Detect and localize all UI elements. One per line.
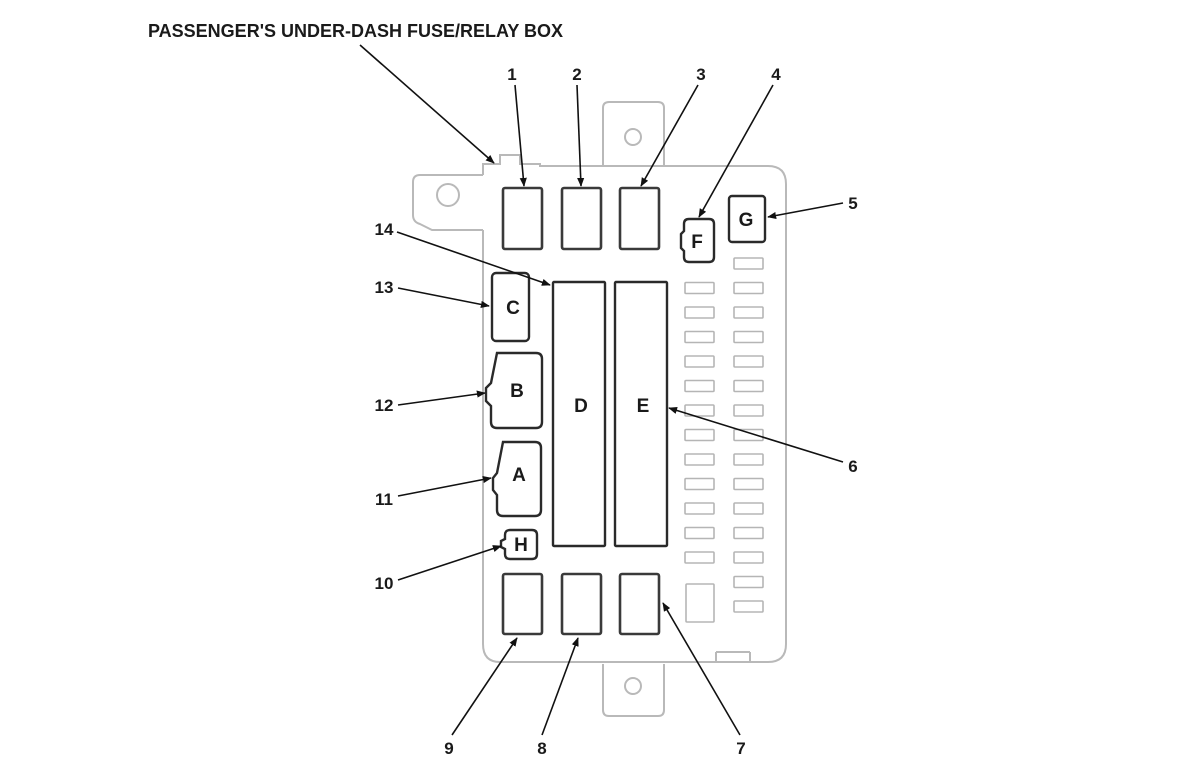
fuse-slot <box>684 404 715 417</box>
connector-f <box>679 217 716 264</box>
fuse-slot <box>684 355 715 368</box>
callout-6: 6 <box>848 457 857 476</box>
leader-7 <box>662 602 741 736</box>
relay-7 <box>618 572 661 636</box>
callout-13: 13 <box>375 278 394 297</box>
callout-14: 14 <box>375 220 394 239</box>
leader-title <box>359 44 495 164</box>
callout-7: 7 <box>736 739 745 758</box>
fuse-slot <box>733 502 764 515</box>
callout-12: 12 <box>375 396 394 415</box>
fuse-slot <box>684 379 715 393</box>
leader-11 <box>397 476 492 497</box>
connector-c <box>490 271 531 343</box>
leader-9 <box>451 637 518 736</box>
letter-c: C <box>506 298 520 319</box>
letter-g: G <box>739 210 754 231</box>
fuse-slot <box>733 306 764 319</box>
fuse-slot <box>733 526 764 540</box>
callout-5: 5 <box>848 194 857 213</box>
leader-5 <box>767 202 844 220</box>
leader-2 <box>576 84 585 187</box>
letter-e: E <box>637 396 650 417</box>
leader-4 <box>698 84 774 218</box>
relay-8 <box>560 572 603 636</box>
letter-a: A <box>512 465 526 486</box>
fuse-slot <box>733 575 764 589</box>
callout-8: 8 <box>537 739 546 758</box>
connector-b <box>484 351 544 430</box>
letter-b: B <box>510 381 524 402</box>
callout-10: 10 <box>375 574 394 593</box>
fuse-slot-large <box>685 583 715 623</box>
fuse-slot <box>684 477 715 491</box>
leader-6 <box>668 406 844 463</box>
leader-14 <box>396 231 551 286</box>
fuse-slot <box>733 379 764 393</box>
fuse-slot <box>733 355 764 368</box>
fuse-slot <box>733 551 764 564</box>
fuse-slot <box>684 502 715 515</box>
connector-g <box>727 194 767 244</box>
leader-8 <box>541 637 579 736</box>
fuse-slot <box>733 477 764 491</box>
fuse-slot <box>684 453 715 466</box>
diagram-title: PASSENGER'S UNDER-DASH FUSE/RELAY BOX <box>148 21 563 41</box>
fuse-slot <box>684 428 715 442</box>
fuse-slot <box>733 453 764 466</box>
relay-3 <box>618 186 661 251</box>
leader-13 <box>397 287 490 308</box>
leader-3 <box>640 84 699 187</box>
relay-1 <box>501 186 544 251</box>
fuse-box-housing <box>412 101 787 717</box>
relay-2 <box>560 186 603 251</box>
letter-f: F <box>691 232 703 253</box>
connector-d <box>551 280 607 548</box>
leader-lines <box>359 44 844 736</box>
callout-11: 11 <box>375 490 393 509</box>
callout-1: 1 <box>507 65 516 84</box>
fuse-slot <box>733 600 764 613</box>
relay-9 <box>501 572 544 636</box>
connector-h <box>499 528 539 561</box>
callout-4: 4 <box>771 65 781 84</box>
leader-12 <box>397 390 486 406</box>
fuse-slot <box>684 526 715 540</box>
fuse-slot-grid <box>684 257 764 623</box>
callout-9: 9 <box>444 739 453 758</box>
fuse-slot <box>733 330 764 344</box>
fuse-slot <box>733 428 764 442</box>
connector-e <box>613 280 669 548</box>
fuse-slot <box>733 281 764 295</box>
letter-h: H <box>514 535 528 556</box>
leader-1 <box>514 84 527 187</box>
fuse-slot <box>684 551 715 564</box>
fuse-slot <box>684 281 715 295</box>
fuse-slot <box>684 306 715 319</box>
callout-3: 3 <box>696 65 705 84</box>
callout-2: 2 <box>572 65 581 84</box>
fuse-slot <box>684 330 715 344</box>
fuse-slot <box>733 257 764 270</box>
leader-10 <box>397 545 502 581</box>
connector-a <box>491 440 543 518</box>
fuse-slot <box>733 404 764 417</box>
letter-d: D <box>574 396 588 417</box>
